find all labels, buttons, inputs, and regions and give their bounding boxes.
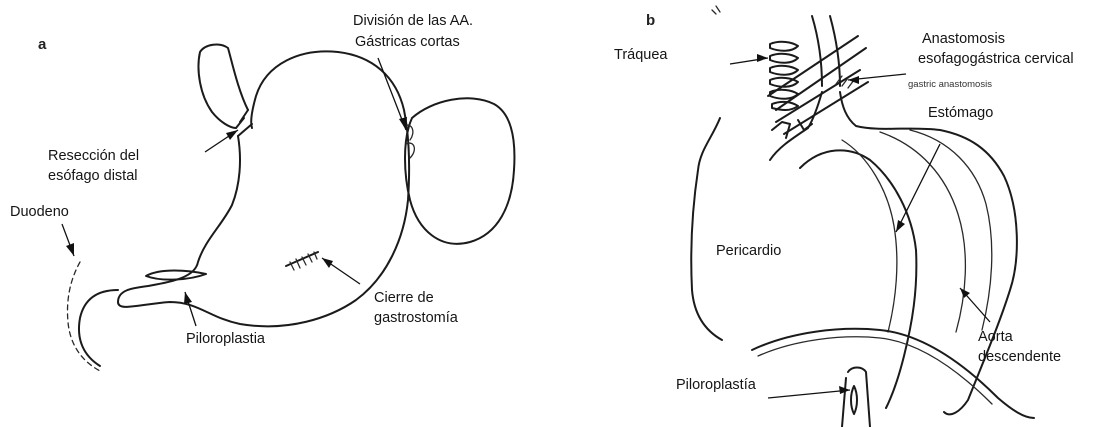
pericardium	[691, 118, 722, 340]
label-aorta-2: descendente	[978, 348, 1061, 366]
label-estomago: Estómago	[928, 104, 993, 122]
spleen	[405, 98, 514, 243]
label-anastomosis-2: esofagogástrica cervical	[918, 50, 1074, 68]
label-reseccion-esofago-2: esófago distal	[48, 167, 137, 185]
panel-b-letter: b	[646, 12, 655, 29]
stomach-inner-lines	[842, 130, 992, 332]
esophagus-stump	[199, 45, 249, 128]
panel-a-letter: a	[38, 36, 46, 53]
label-anastomosis-1: Anastomosis	[922, 30, 1005, 48]
label-traquea: Tráquea	[614, 46, 667, 64]
duodenum-dashed	[68, 262, 103, 372]
panel-a-arrows	[62, 58, 407, 326]
label-gastric-anastomosis: gastric anastomosis	[908, 79, 992, 90]
label-division-aa-gastricas-1: División de las AA.	[353, 12, 473, 30]
duodenum	[79, 290, 118, 366]
pyloroplasty-slit-b	[851, 386, 857, 414]
label-division-aa-gastricas-2: Gástricas cortas	[355, 33, 460, 51]
label-cierre-gastrostomia-2: gastrostomía	[374, 309, 458, 327]
gastric-conduit	[770, 92, 1017, 414]
label-aorta-1: Aorta	[978, 328, 1013, 346]
anastomosis-hatch	[836, 76, 854, 88]
label-pericardio: Pericardio	[716, 242, 781, 260]
label-piloroplastia-a: Piloroplastia	[186, 330, 265, 348]
pyloroplasty-slit	[146, 271, 206, 280]
esophagus-cut	[236, 110, 252, 136]
label-reseccion-esofago-1: Resección del	[48, 147, 139, 165]
trachea-rings	[770, 42, 798, 110]
label-cierre-gastrostomia-1: Cierre de	[374, 289, 434, 307]
gastrostomy-closure	[286, 252, 318, 270]
label-duodeno: Duodeno	[10, 203, 69, 221]
stomach-outline	[118, 51, 409, 326]
label-piloroplastia-b: Piloroplastía	[676, 376, 756, 394]
